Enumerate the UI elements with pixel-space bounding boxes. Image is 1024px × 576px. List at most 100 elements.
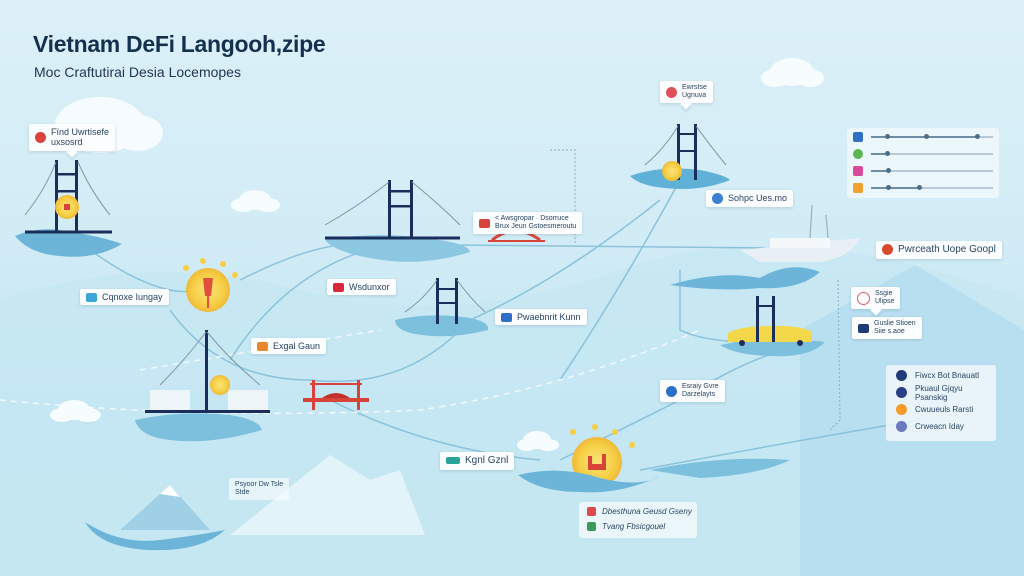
globe-icon bbox=[712, 193, 723, 204]
map-pin-icon bbox=[35, 131, 46, 143]
slider-thumb[interactable] bbox=[886, 168, 892, 173]
label-northeast-bridge[interactable]: Sohpc Ues.mo bbox=[706, 190, 794, 207]
slider-thumb[interactable] bbox=[884, 151, 890, 156]
suspension-bridge-icon bbox=[15, 160, 122, 257]
slider-track[interactable] bbox=[871, 134, 993, 139]
cloud-icon bbox=[761, 58, 824, 87]
slider-thumb[interactable] bbox=[916, 185, 922, 190]
page-title: Vietnam DeFi Langooh,zipe bbox=[33, 31, 326, 57]
list-label: Tvang Fbsicgouel bbox=[602, 522, 666, 531]
label-text: Sohpc Ues.mo bbox=[728, 193, 788, 204]
shop-icon bbox=[587, 507, 596, 516]
label-sunrise[interactable]: Kgnl Gznl bbox=[440, 452, 515, 470]
legend-item[interactable]: Crweacn Iday bbox=[886, 418, 996, 435]
list-label: Dbesthuna Geusd Gseny bbox=[602, 507, 692, 516]
ship-icon bbox=[670, 204, 860, 290]
slider-thumb[interactable] bbox=[923, 134, 929, 139]
callout-text: uxsosrd bbox=[51, 137, 83, 148]
label-text: Exgal Gaun bbox=[273, 341, 321, 351]
label-mid-bridge[interactable]: Pwaebnrit Kunn bbox=[495, 309, 587, 326]
suspension-bridge-icon bbox=[324, 180, 470, 262]
slider-thumb[interactable] bbox=[884, 134, 890, 139]
sunrise-icon bbox=[518, 424, 790, 493]
label-text: < Awsgropar · Dsorruce bbox=[495, 215, 569, 222]
legend-item[interactable]: Pkuaul Gjqyu Psanskig bbox=[886, 383, 996, 402]
sliders-panel bbox=[847, 128, 999, 198]
label-text: Stde bbox=[235, 489, 250, 497]
camera-icon bbox=[896, 387, 907, 398]
label-text: Psyoor Dw Tsle bbox=[235, 481, 284, 488]
suspension-bridge-icon bbox=[630, 124, 730, 189]
legend-label: Crweacn Iday bbox=[915, 422, 964, 431]
slider-track[interactable] bbox=[871, 185, 993, 190]
label-text: Siie s.aoe bbox=[874, 328, 905, 336]
slider-thumb[interactable] bbox=[886, 185, 892, 190]
taxi-bridge-icon bbox=[720, 296, 825, 357]
label-text: Pwaebnrit Kunn bbox=[517, 312, 581, 322]
cloud-icon bbox=[50, 400, 101, 422]
flag-icon bbox=[858, 323, 869, 333]
currency-icon bbox=[479, 218, 490, 228]
list-item[interactable]: Dbesthuna Geusd Gseny bbox=[579, 504, 697, 519]
legend-panel: Fiwcx Bot Bnauatl Pkuaul Gjqyu Psanskig … bbox=[886, 365, 996, 441]
label-text: Brux Jeun Gstoesmeroutu bbox=[495, 223, 577, 231]
user-icon bbox=[853, 132, 863, 142]
wallet-icon bbox=[587, 522, 596, 531]
store-icon bbox=[257, 341, 268, 351]
slider-row[interactable] bbox=[853, 166, 993, 176]
label-ship[interactable]: Pwrceath Uope Goopl bbox=[876, 241, 1002, 259]
callout-text: Ulipse bbox=[875, 298, 895, 306]
page-subtitle: Moc Craftutirai Desia Locemopes bbox=[34, 64, 241, 80]
home-icon bbox=[896, 370, 907, 381]
label-whitelabel[interactable]: Wsdunxor bbox=[327, 279, 396, 296]
slider-thumb[interactable] bbox=[975, 134, 981, 139]
label-text: Cqnoxe Iungay bbox=[102, 292, 163, 302]
callout-text: Ewrstse bbox=[682, 84, 707, 91]
slider-track[interactable] bbox=[871, 168, 993, 173]
wallet-icon bbox=[446, 457, 460, 465]
label-text: Wsdunxor bbox=[349, 282, 390, 292]
legend-label: Fiwcx Bot Bnauatl bbox=[915, 371, 980, 380]
cloud-icon bbox=[231, 190, 280, 212]
card-icon bbox=[501, 312, 512, 322]
suspension-bridge-icon bbox=[395, 278, 489, 337]
callout-text: Ugnuva bbox=[682, 92, 707, 100]
coin-icon bbox=[896, 404, 907, 415]
list-item[interactable]: Tvang Fbsicgouel bbox=[579, 519, 697, 534]
flag-icon bbox=[333, 282, 344, 292]
slider-track[interactable] bbox=[871, 151, 993, 156]
briefcase-icon bbox=[853, 183, 863, 193]
map-pin-icon bbox=[666, 86, 677, 98]
legend-item[interactable]: Cwuueuls Rarsti bbox=[886, 401, 996, 418]
red-gate-icon bbox=[303, 380, 369, 410]
shield-icon bbox=[853, 166, 863, 176]
heart-icon bbox=[857, 291, 870, 305]
bank-icon bbox=[86, 292, 97, 302]
label-text: Kgnl Gznl bbox=[465, 455, 509, 466]
legend-item[interactable]: Fiwcx Bot Bnauatl bbox=[886, 367, 996, 384]
slider-row[interactable] bbox=[853, 183, 993, 193]
slider-row[interactable] bbox=[853, 132, 993, 142]
bottom-list-panel: Dbesthuna Geusd Gseny Tvang Fbsicgouel bbox=[579, 502, 697, 538]
compass-icon bbox=[896, 421, 907, 432]
harbor-tower-icon bbox=[135, 330, 270, 442]
refresh-icon bbox=[853, 149, 863, 159]
slider-row[interactable] bbox=[853, 149, 993, 159]
label-text: Pwrceath Uope Goopl bbox=[898, 244, 996, 255]
legend-label: Pkuaul Gjqyu Psanskig bbox=[915, 383, 963, 402]
background-mountain-bottom bbox=[230, 455, 425, 535]
label-harbor-tower[interactable]: Exgal Gaun bbox=[251, 338, 327, 355]
globe-icon bbox=[882, 244, 893, 256]
label-text: Guslie Stioen bbox=[874, 320, 916, 327]
globe-icon bbox=[666, 385, 677, 397]
lantern-icon bbox=[183, 258, 238, 312]
label-text: Darzelayts bbox=[682, 391, 716, 399]
label-lantern-node[interactable]: Cqnoxe Iungay bbox=[80, 289, 169, 306]
